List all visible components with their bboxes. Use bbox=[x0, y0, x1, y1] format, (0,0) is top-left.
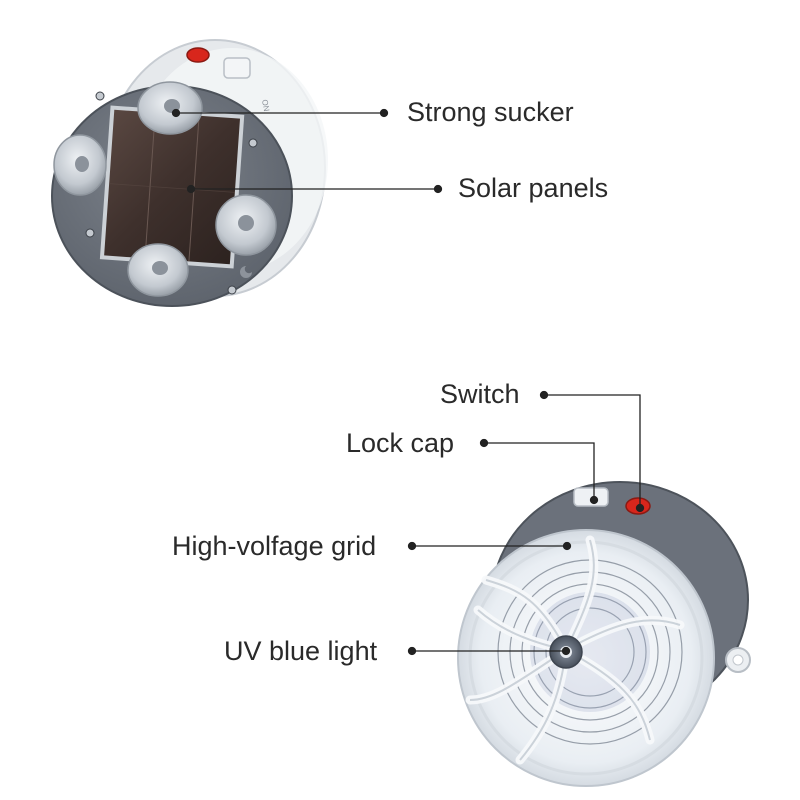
switch-button-back bbox=[186, 47, 210, 63]
suction-cup-left bbox=[53, 134, 107, 196]
callout-solar-panels: Solar panels bbox=[458, 173, 609, 203]
suction-cup-top bbox=[137, 81, 203, 135]
screw-icon bbox=[95, 91, 105, 101]
callout-lock-cap: Lock cap bbox=[346, 428, 455, 458]
callout-uv-blue-light: UV blue light bbox=[224, 636, 378, 666]
screw-icon bbox=[248, 138, 258, 148]
leader-lines bbox=[171, 108, 645, 656]
lock-cap-back bbox=[223, 57, 251, 79]
lock-cap-front bbox=[573, 487, 609, 507]
suction-cup-bottom bbox=[127, 243, 189, 297]
callout-high-voltage-grid: High-volfage grid bbox=[172, 531, 377, 561]
back-marking: ON bbox=[260, 99, 271, 113]
screw-icon bbox=[85, 228, 95, 238]
callout-switch: Switch bbox=[440, 379, 520, 409]
callout-strong-sucker: Strong sucker bbox=[407, 97, 574, 127]
device-back-view: ON bbox=[51, 39, 328, 307]
moon-icon bbox=[240, 266, 252, 278]
suction-cup-right bbox=[215, 194, 277, 256]
screw-icon bbox=[227, 285, 237, 295]
device-front-view bbox=[457, 481, 751, 787]
